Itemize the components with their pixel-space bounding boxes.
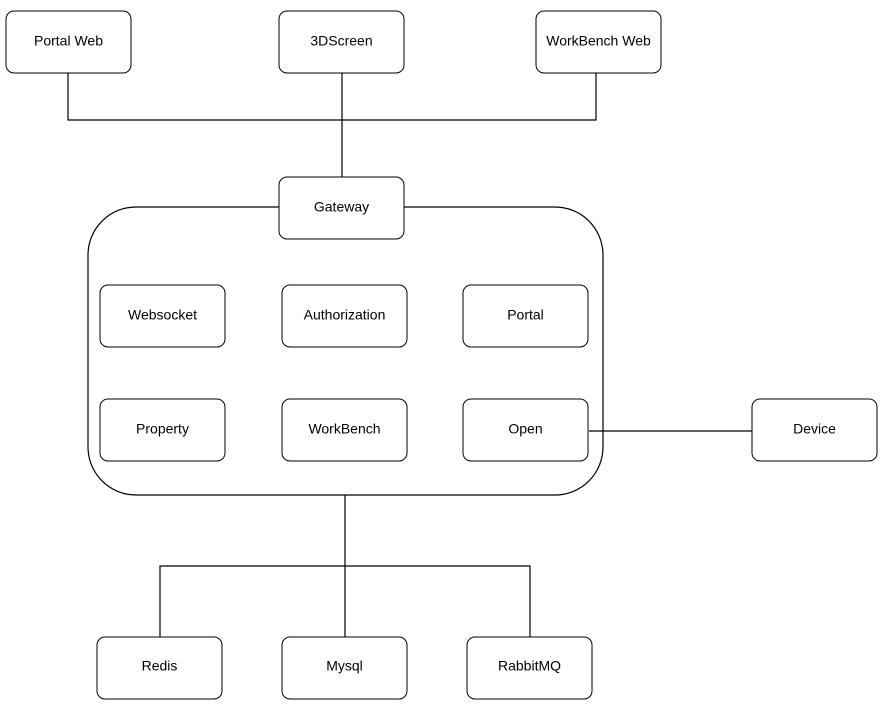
open-label: Open [508, 421, 542, 437]
portal-web-box: Portal Web [5, 10, 132, 74]
authorization-box: Authorization [281, 284, 408, 348]
workbench-label: WorkBench [308, 421, 380, 437]
rabbitmq-box: RabbitMQ [466, 636, 593, 700]
device-box: Device [751, 398, 878, 462]
mysql-box: Mysql [281, 636, 408, 700]
authorization-label: Authorization [304, 307, 386, 323]
workbench-box: WorkBench [281, 398, 408, 462]
redis-box: Redis [96, 636, 223, 700]
device-label: Device [793, 421, 836, 437]
websocket-label: Websocket [128, 307, 197, 323]
open-box: Open [462, 398, 589, 462]
gateway-label: Gateway [314, 199, 369, 215]
portal-box: Portal [462, 284, 589, 348]
connector-storage-bus [159, 565, 531, 637]
property-box: Property [99, 398, 226, 462]
property-label: Property [136, 421, 189, 437]
gateway-box: Gateway [278, 176, 405, 240]
3dscreen-label: 3DScreen [310, 33, 372, 49]
redis-label: Redis [142, 658, 178, 674]
workbench-web-box: WorkBench Web [535, 10, 662, 74]
websocket-box: Websocket [99, 284, 226, 348]
3dscreen-box: 3DScreen [278, 10, 405, 74]
workbench-web-label: WorkBench Web [546, 33, 651, 49]
portal-web-label: Portal Web [34, 33, 103, 49]
portal-label: Portal [507, 307, 544, 323]
connector-workbench-web [342, 73, 597, 121]
connector-portal-web [67, 73, 342, 121]
rabbitmq-label: RabbitMQ [498, 658, 561, 674]
mysql-label: Mysql [326, 658, 363, 674]
